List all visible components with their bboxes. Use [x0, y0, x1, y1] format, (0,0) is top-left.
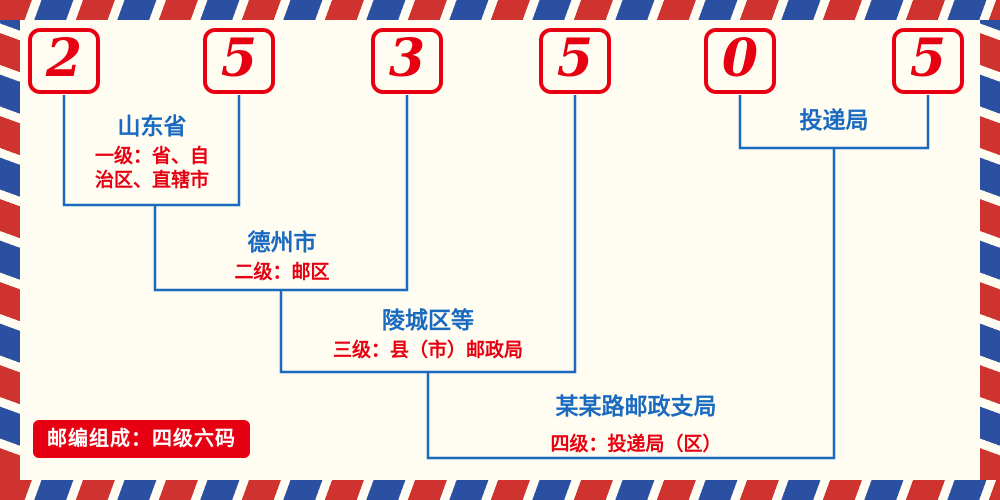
level-3-place: 陵城区等: [382, 307, 474, 333]
level-2-place: 德州市: [247, 229, 317, 255]
airmail-stripe-right: [980, 20, 1000, 480]
postal-digit-6: 5: [909, 28, 947, 89]
level-2-desc: 二级：邮区: [234, 261, 330, 283]
level-1-desc-line2: 治区、直辖市: [94, 169, 209, 191]
airmail-stripe-left: [0, 20, 20, 480]
digit-box-4: 5: [539, 28, 611, 94]
bracket-level-4: [426, 148, 836, 460]
postal-digit-5: 0: [721, 28, 759, 89]
level-1-desc: 一级：省、自 治区、直辖市: [64, 145, 240, 193]
level-1-desc-line1: 一级：省、自: [94, 145, 209, 167]
level-4-place: 某某路邮政支局: [555, 393, 717, 419]
delivery-office-label: 投递局: [744, 106, 924, 135]
level-4-desc: 四级：投递局（区）: [550, 433, 722, 455]
airmail-stripe-bottom: [0, 480, 1000, 500]
bracket-level-1: [62, 95, 241, 207]
postal-digit-4: 5: [556, 28, 594, 89]
airmail-stripe-top: [0, 0, 1000, 20]
level-3-label: 陵城区等 三级：县（市）邮政局: [278, 306, 578, 363]
digit-box-5: 0: [704, 28, 776, 94]
digit-box-6: 5: [892, 28, 964, 94]
postal-code-composition-badge: 邮编组成：四级六码: [33, 420, 250, 458]
digit-box-2: 5: [203, 28, 275, 94]
level-1-label: 山东省 一级：省、自 治区、直辖市: [64, 112, 240, 192]
level-4-label: 某某路邮政支局 四级：投递局（区）: [436, 392, 836, 457]
level-1-place: 山东省: [117, 113, 187, 139]
level-3-desc: 三级：县（市）邮政局: [332, 339, 523, 361]
digit-box-3: 3: [371, 28, 443, 94]
delivery-office-place: 投递局: [799, 107, 869, 133]
postal-digit-3: 3: [388, 28, 426, 89]
level-2-label: 德州市 二级：邮区: [156, 228, 408, 285]
postal-digit-1: 2: [45, 28, 83, 89]
postal-digit-2: 5: [220, 28, 258, 89]
digit-box-1: 2: [28, 28, 100, 94]
